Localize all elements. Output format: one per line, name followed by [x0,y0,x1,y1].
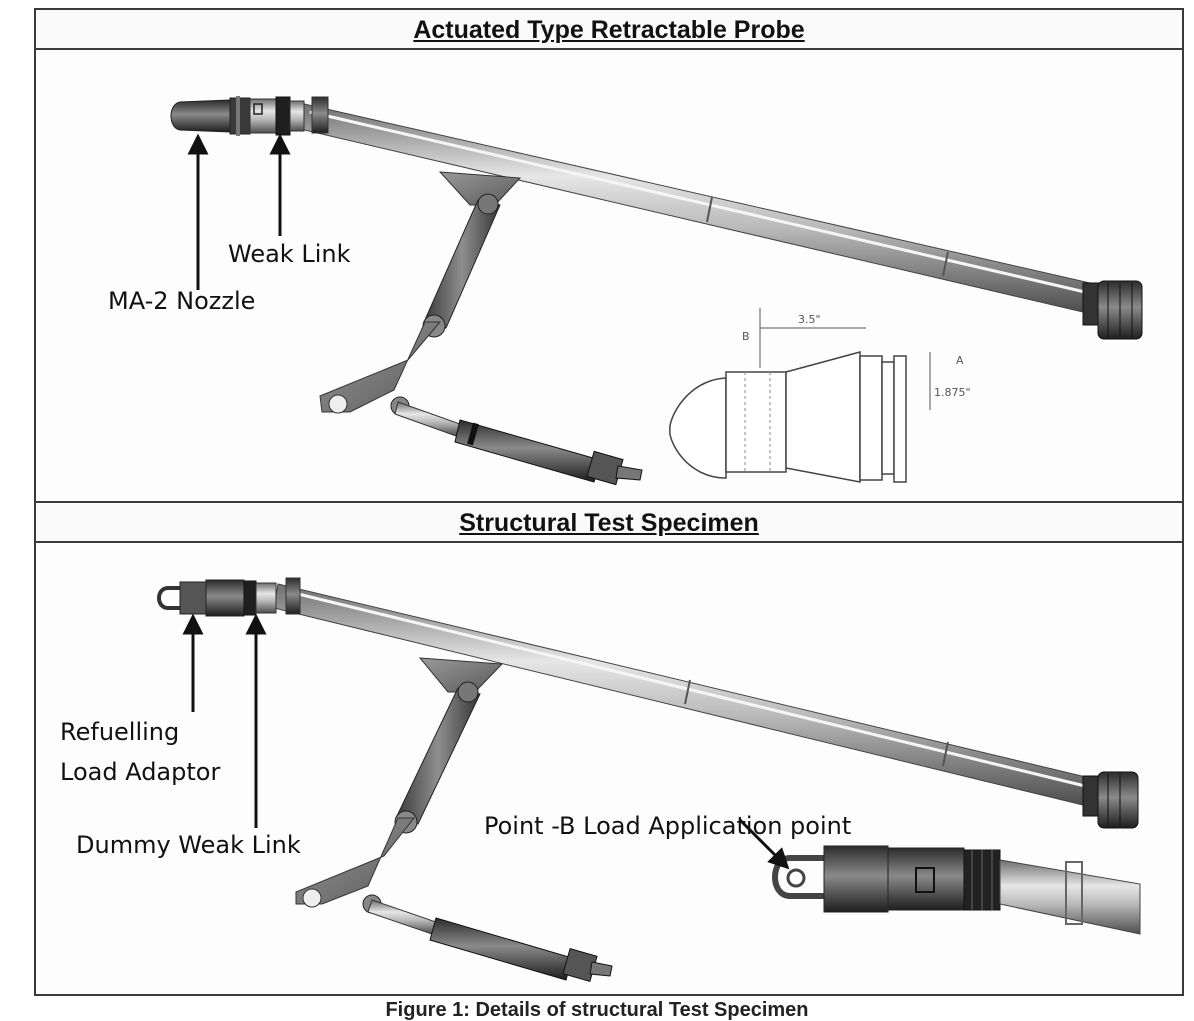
section-header-probe: Actuated Type Retractable Probe [34,8,1184,50]
specimen-end-fitting [1082,771,1139,829]
section-title-specimen: Structural Test Specimen [459,509,759,537]
label-load-application-point: Point -B Load Application point [484,812,851,840]
load-point-closeup [772,845,1141,935]
label-refuelling: Refuelling [60,718,179,746]
specimen-strut [395,687,481,825]
dim-dia-text: 1.875" [934,386,971,399]
label-ma2-nozzle: MA-2 Nozzle [108,287,255,315]
actuator [394,401,643,486]
ma2-nozzle [170,99,231,133]
tube-collar [311,96,329,134]
probe-tube [295,102,1091,313]
arrow-load-point [738,818,790,870]
probe-assembly-top [170,96,1143,486]
label-weak-link: Weak Link [228,240,351,268]
label-load-adaptor: Load Adaptor [60,758,220,786]
section-title-probe: Actuated Type Retractable Probe [413,16,805,44]
dim-length-text: 3.5" [798,313,821,326]
hinge-bracket [319,321,442,413]
label-dummy-weak-link: Dummy Weak Link [76,831,301,859]
probe-end-fitting [1082,280,1143,340]
dim-a-text: A [956,354,964,367]
drag-strut [423,199,501,329]
nozzle-dimension-drawing: 3.5" B A 1.875" [669,308,971,483]
figure-caption: Figure 1: Details of structural Test Spe… [385,999,809,1021]
specimen-hinge-bracket [295,817,416,905]
specimen-actuator [367,899,613,982]
section-header-specimen: Structural Test Specimen [34,501,1184,543]
refuelling-load-adaptor [157,586,182,610]
dim-b-text: B [742,330,750,343]
probe-assembly-bottom [157,577,1139,982]
specimen-collar [285,577,301,615]
